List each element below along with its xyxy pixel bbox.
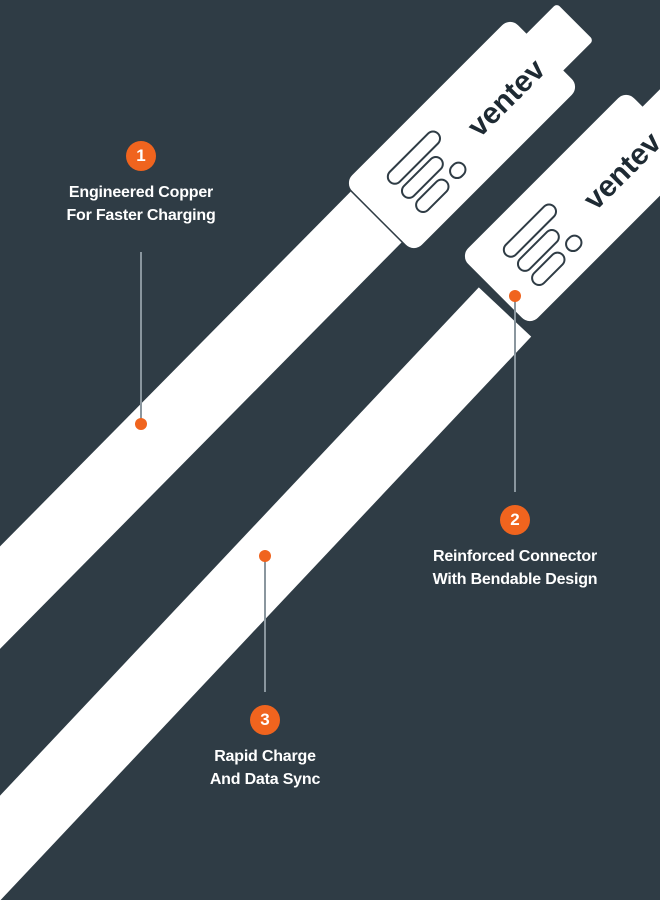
callout-badge-2: 2 (500, 505, 530, 535)
callout-dot-1 (135, 418, 147, 430)
callout-leader-3 (259, 550, 271, 692)
cable-upper-cord (0, 179, 414, 649)
callout-leader-2 (509, 290, 521, 492)
callout-leader-1 (135, 252, 147, 430)
callout-label-1-line2: For Faster Charging (66, 207, 216, 224)
callout-dot-3 (259, 550, 271, 562)
callout-label-3-line2: And Data Sync (209, 771, 321, 788)
callout-badge-1: 1 (126, 141, 156, 171)
callout-1: 1 Engineered Copper For Faster Charging (60, 141, 222, 227)
cable-lower-cord (0, 287, 532, 900)
cable-lower-connector: ventev (463, 63, 660, 323)
cable-lower: ventev (0, 63, 660, 900)
callout-label-3-line1: Rapid Charge (214, 748, 316, 765)
callout-label-2-line2: With Bendable Design (432, 571, 598, 588)
cable-upper: ventev (0, 5, 592, 649)
callout-label-1-line1: Engineered Copper (68, 184, 214, 201)
callout-dot-2 (509, 290, 521, 302)
callout-2: 2 Reinforced Connector With Bendable Des… (418, 505, 612, 591)
callout-3: 3 Rapid Charge And Data Sync (198, 705, 332, 791)
callout-label-2-line1: Reinforced Connector (432, 548, 598, 565)
callout-badge-3: 3 (250, 705, 280, 735)
cable-upper-connector: ventev (347, 5, 592, 250)
